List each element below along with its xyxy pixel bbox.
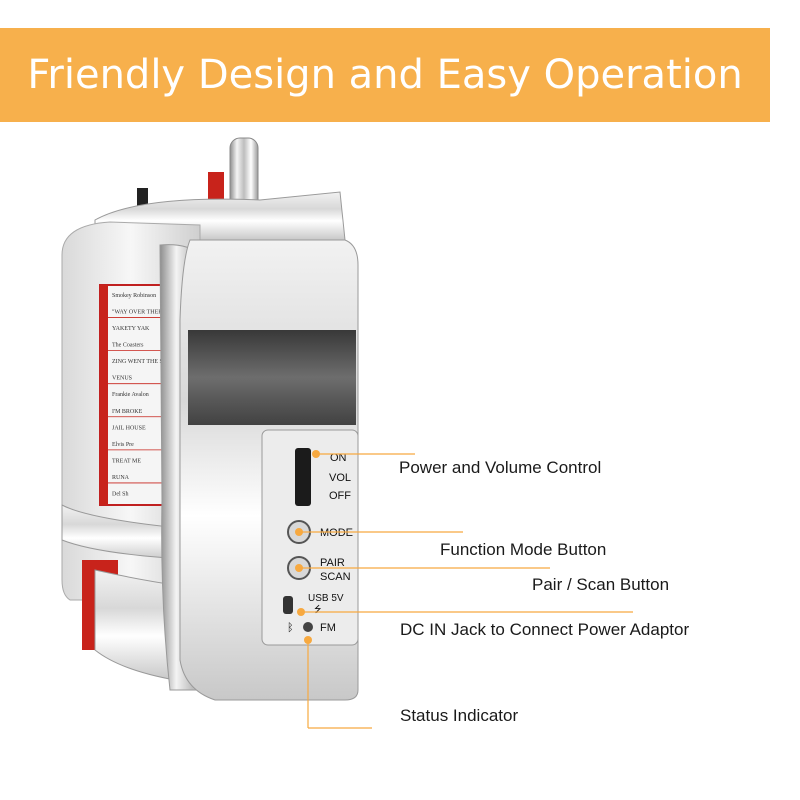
song-strip-edge [100,285,108,505]
pair-label: PAIR [320,557,345,569]
song-strip-entry: RUNA [112,475,130,481]
song-strip-entry: "WAY OVER THERE" [112,310,169,316]
song-strip-entry: Del Sh [112,491,129,497]
song-strip-entry: Smokey Robinson [112,293,156,299]
song-strip-entry: JAIL HOUSE [112,425,146,431]
song-strip-entry: TREAT ME [112,458,141,464]
bluetooth-icon: ᛒ [287,622,294,634]
body-reflection [188,330,356,425]
song-strip-entry: YAKETY YAK [112,326,150,332]
off-label: OFF [329,490,351,502]
control-panel [261,429,359,646]
callout-function-mode: Function Mode Button [440,540,607,559]
callout-dc-in: DC IN Jack to Connect Power Adaptor [400,620,690,639]
callout-pair-scan: Pair / Scan Button [532,575,670,594]
power-volume-wheel [295,448,311,506]
mode-label: MODE [320,527,353,539]
song-strip-entry: The Coasters [112,343,144,349]
song-strip-entry: Elvis Pre [112,442,134,448]
callout-lines [295,450,633,729]
top-knob-black [137,188,148,210]
usb-port[interactable] [283,596,293,614]
fm-label: FM [320,622,336,634]
usb-label: USB 5V [308,593,344,604]
scan-label: SCAN [320,571,351,583]
song-strip-entry: VENUS [112,376,132,382]
banner-title: Friendly Design and Easy Operation [27,52,743,98]
usb-icon: ⭍ [314,604,322,614]
callout-status: Status Indicator [400,706,519,725]
vol-label: VOL [329,472,351,484]
top-knob-red [208,172,224,202]
song-strip-entry: Frankie Avalon [112,392,149,398]
on-label: ON [330,452,347,464]
callout-power-volume: Power and Volume Control [399,458,602,477]
status-led [303,622,313,632]
song-strip-entry: I'M BROKE [112,409,143,415]
header-banner: Friendly Design and Easy Operation [0,28,770,122]
